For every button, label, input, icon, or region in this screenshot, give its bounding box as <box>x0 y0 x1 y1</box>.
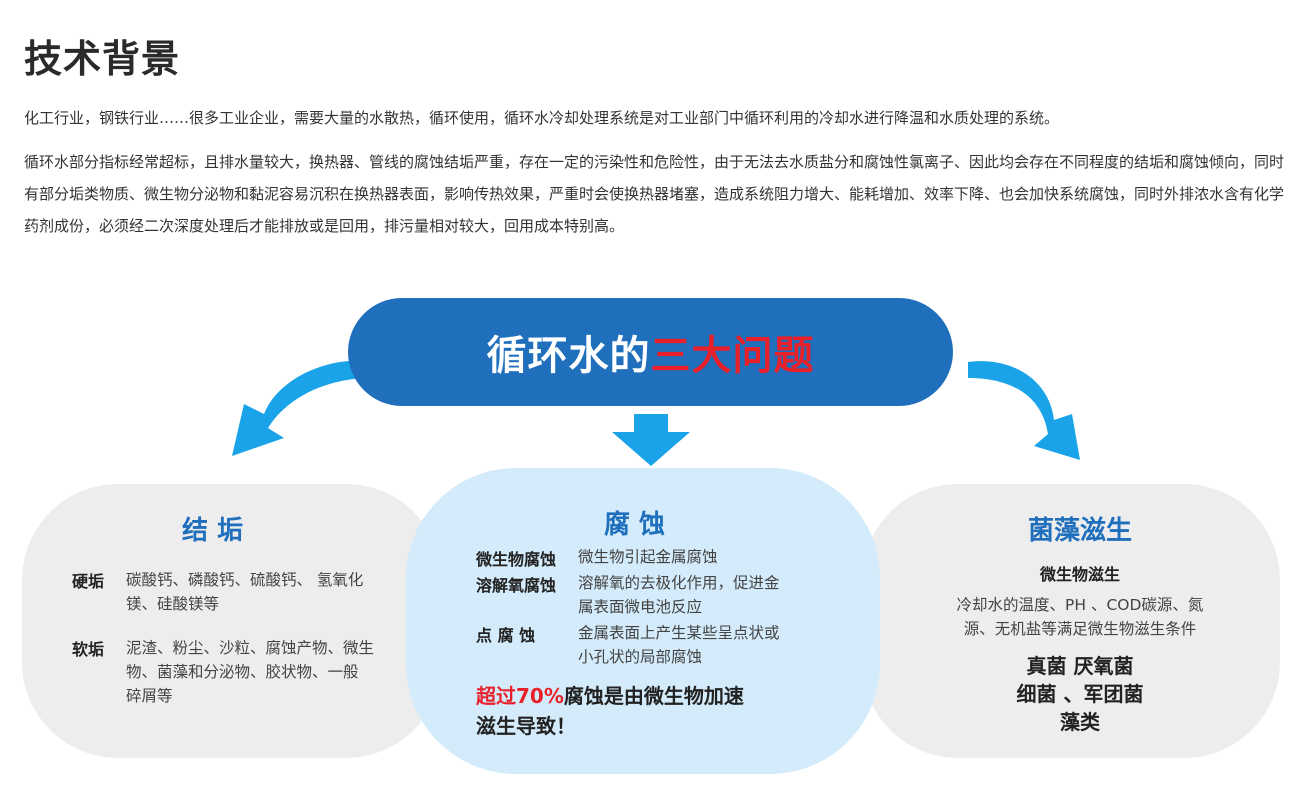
microbial-corrosion-text: 微生物引起金属腐蚀 <box>578 548 718 566</box>
page-title: 技术背景 <box>24 37 181 81</box>
oxygen-corrosion-text-1: 溶解氧的去极化作用，促进金 <box>578 574 780 592</box>
corrosion-conclusion-line-1: 超过70%腐蚀是由微生物加速 <box>476 682 744 710</box>
soft-scale-text-3: 碎屑等 <box>126 687 173 705</box>
pitting-corrosion-label: 点 腐 蚀 <box>476 626 536 645</box>
curved-arrow-right-icon <box>968 361 1080 460</box>
down-arrow-icon <box>612 414 690 466</box>
oxygen-corrosion-label: 溶解氧腐蚀 <box>476 576 557 595</box>
hard-scale-text-2: 镁、硅酸镁等 <box>126 595 220 613</box>
conclusion-line-1-rest: 腐蚀是由微生物加速 <box>563 684 744 708</box>
banner-highlight: 三大问题 <box>650 333 815 379</box>
conclusion-highlight: 超过70% <box>476 684 564 708</box>
soft-scale-text-1: 泥渣、粉尘、沙粒、腐蚀产物、微生 <box>126 639 375 657</box>
hard-scale-text-1: 碳酸钙、磷酸钙、硫酸钙、 氢氧化 <box>126 571 364 589</box>
scaling-panel <box>22 484 442 758</box>
banner-prefix: 循环水的 <box>486 333 651 379</box>
corrosion-panel <box>406 468 880 774</box>
pitting-corrosion-text-2: 小孔状的局部腐蚀 <box>578 648 703 666</box>
microbial-corrosion-label: 微生物腐蚀 <box>476 550 557 569</box>
organism-list-1: 真菌 厌氧菌 <box>1026 654 1134 678</box>
corrosion-conclusion-line-2: 滋生导致！ <box>476 714 576 738</box>
growth-conditions-text-1: 冷却水的温度、PH 、COD碳源、氮 <box>956 596 1204 614</box>
scaling-title: 结 垢 <box>182 516 244 546</box>
curved-arrow-left-icon <box>232 360 380 456</box>
corrosion-title: 腐 蚀 <box>604 510 666 540</box>
pitting-corrosion-text-1: 金属表面上产生某些呈点状或 <box>578 624 780 642</box>
organism-list-3: 藻类 <box>1060 710 1100 734</box>
hard-scale-label: 硬垢 <box>72 572 105 591</box>
three-problems-banner: 循环水的三大问题 <box>348 298 953 406</box>
biological-title: 菌藻滋生 <box>1027 516 1132 546</box>
biological-growth-panel <box>862 484 1280 758</box>
soft-scale-label: 软垢 <box>72 640 105 659</box>
growth-conditions-text-2: 源、无机盐等满足微生物滋生条件 <box>963 620 1197 638</box>
intro-paragraph-1: 化工行业，钢铁行业……很多工业企业，需要大量的水散热，循环使用，循环水冷却处理系… <box>24 109 1060 127</box>
oxygen-corrosion-text-2: 属表面微电池反应 <box>578 598 703 616</box>
soft-scale-text-2: 物、菌藻和分泌物、胶状物、一般 <box>126 663 359 681</box>
intro-paragraph-2: 循环水部分指标经常超标，且排水量较大，换热器、管线的腐蚀结垢严重，存在一定的污染… <box>24 153 1285 235</box>
organism-list-2: 细菌 、军团菌 <box>1016 682 1144 706</box>
microbial-growth-subtitle: 微生物滋生 <box>1039 565 1120 584</box>
